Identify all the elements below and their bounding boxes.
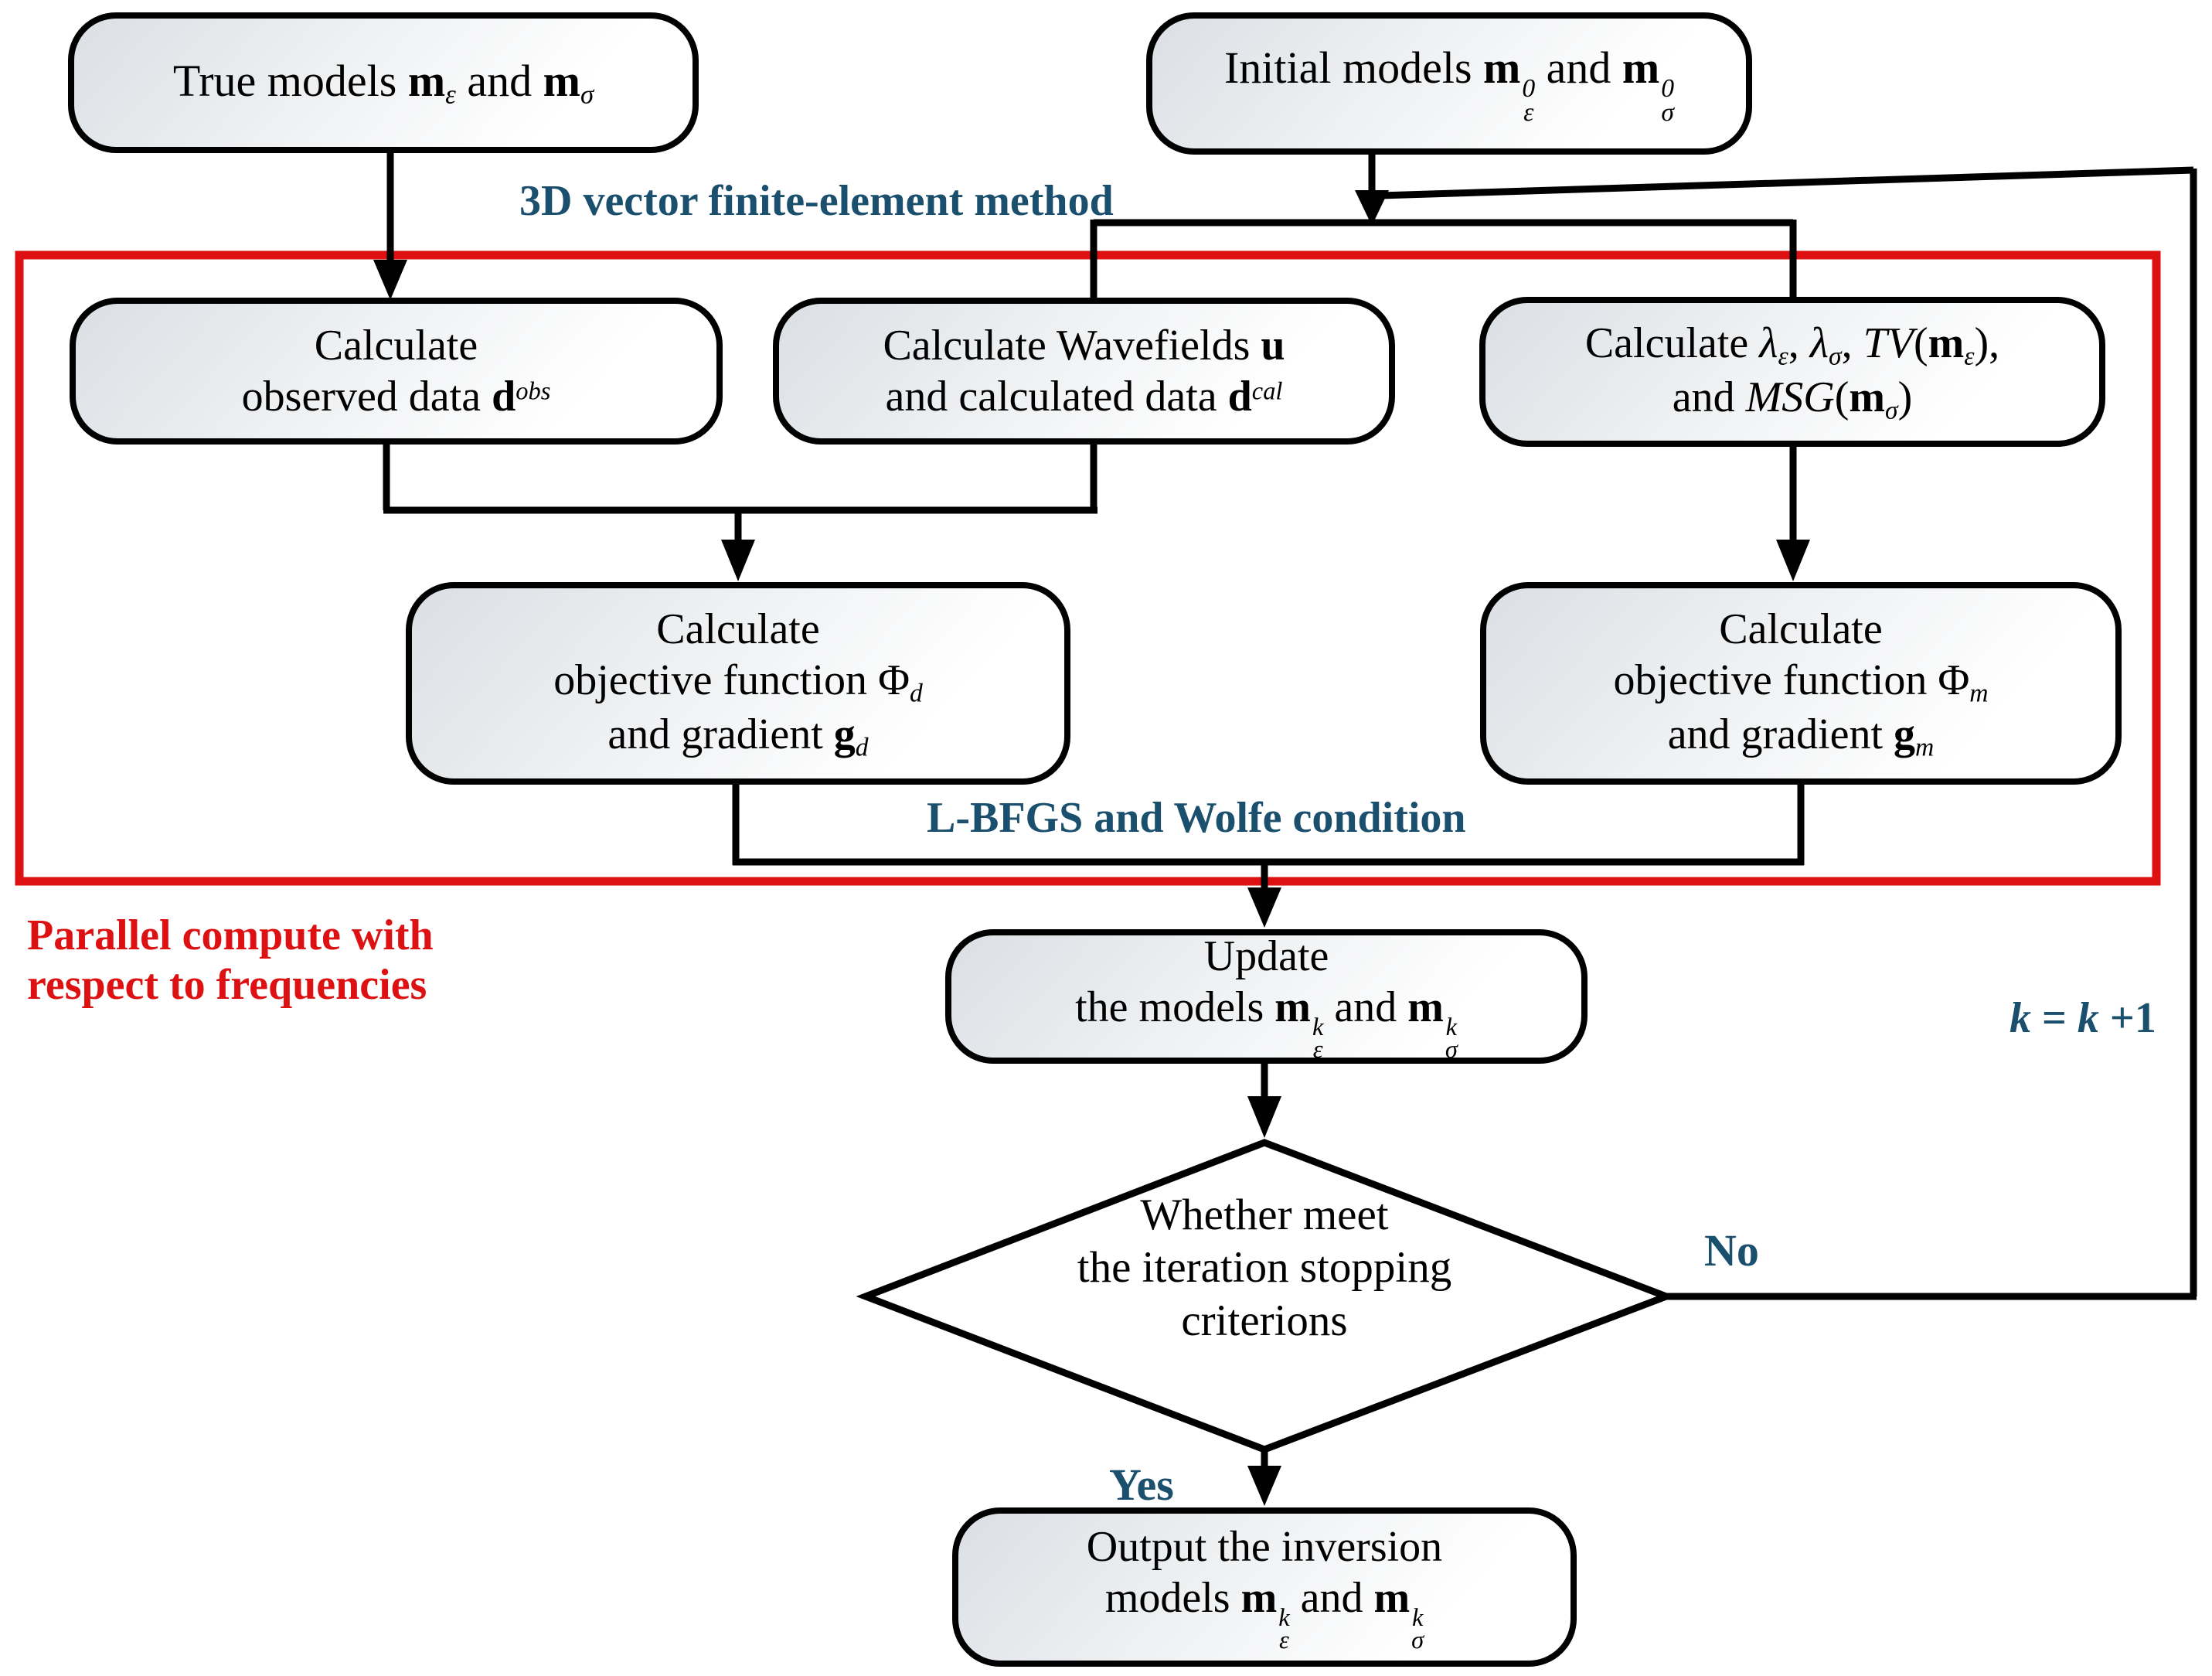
decision-text-line: Whether meet [1140, 1191, 1389, 1239]
arrow-down-icon [1776, 540, 1810, 581]
parallel-region-frame [15, 250, 2161, 886]
node-calc-objective-phi-m: Calculate objective function Φm and grad… [1480, 582, 2122, 785]
node-true-models: True models mε and mσ [68, 12, 699, 153]
label-k-increment: k = k +1 [2010, 994, 2156, 1042]
label-parallel-line2: respect to frequencies [27, 961, 427, 1010]
label-lbfgs-wolfe: L-BFGS and Wolfe condition [927, 794, 1466, 842]
label-parallel-compute: Parallel compute with respect to frequen… [27, 911, 434, 1010]
label-parallel-line1: Parallel compute with [27, 911, 434, 959]
node-calc-objective-phi-d: Calculate objective function Φd and grad… [406, 582, 1070, 785]
label-yes: Yes [1109, 1460, 1174, 1510]
arrow-down-icon [1355, 190, 1389, 226]
connector-data-junction [383, 442, 1097, 543]
decision-diamond-shape [856, 1139, 1676, 1453]
connector-feedback-slant [1380, 166, 2194, 199]
node-calc-wavefields: Calculate Wavefields u and calculated da… [773, 298, 1395, 445]
node-calc-lambda-tv-msg: Calculate λε, λσ, TV(mε), and MSG(mσ) [1479, 297, 2105, 447]
node-text-line: objective function Φm [1613, 656, 1989, 708]
arrow-down-icon [1247, 1096, 1281, 1138]
arrow-down-icon [373, 260, 407, 300]
node-text-line: and calculated data dcal [885, 373, 1283, 421]
label-finite-element-method: 3D vector finite-element method [519, 177, 1114, 225]
decision-text-line: criterions [1181, 1296, 1348, 1345]
node-text-line: Update [1203, 932, 1329, 980]
node-text-line: Calculate λε, λσ, TV(mε), [1584, 319, 2000, 371]
node-text-line: Calculate [1719, 605, 1883, 653]
arrow-down-icon [1247, 887, 1281, 928]
black-connectors [383, 152, 2197, 1469]
arrow-down-icon [1247, 1466, 1281, 1506]
node-text-line: Calculate [314, 321, 478, 370]
node-text-line: Calculate [656, 605, 820, 653]
connector-distribution [1090, 219, 1797, 300]
arrow-down-icon [721, 540, 755, 581]
node-text-line: observed data dobs [241, 373, 551, 421]
connector-lbfgs-junction [732, 782, 1805, 892]
decision-text-line: the iteration stopping [1077, 1243, 1452, 1293]
node-text-line: and gradient gd [607, 710, 869, 762]
node-text-line: Calculate Wavefields u [883, 321, 1285, 370]
node-calc-observed-data: Calculate observed data dobs [70, 298, 723, 445]
node-decision-stopping-criteria: Whether meet the iteration stopping crit… [917, 1189, 1612, 1347]
node-text-line: Output the inversion [1086, 1522, 1443, 1571]
arrowheads [373, 190, 1810, 1506]
node-text-line: and MSG(mσ) [1672, 373, 1913, 425]
node-text-line: True models mε and mσ [172, 56, 594, 110]
label-no: No [1704, 1225, 1759, 1276]
node-text-line: and gradient gm [1667, 710, 1935, 762]
node-text-line: objective function Φd [553, 656, 923, 708]
